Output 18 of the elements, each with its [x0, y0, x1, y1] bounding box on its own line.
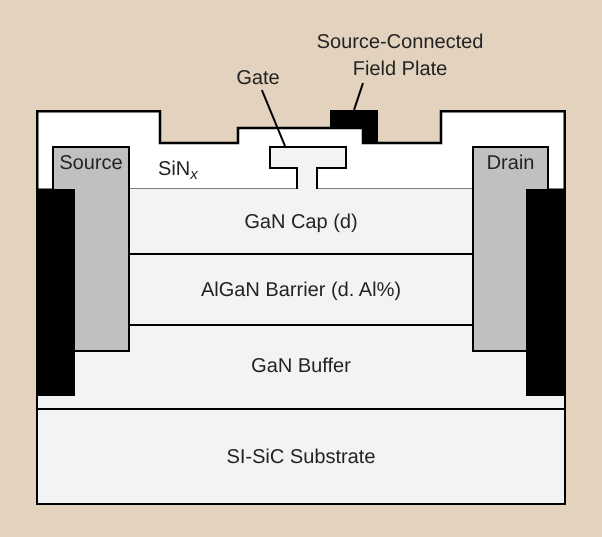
- callout-label: Gate: [234, 66, 282, 90]
- field-plate: [330, 110, 378, 143]
- layer-label: SiN$_{x}$: [158, 158, 198, 180]
- cap-layer: [130, 189, 472, 255]
- leader-line: [353, 82, 364, 110]
- layer-label: GaN Cap (d): [244, 210, 358, 234]
- contact-bar: [526, 189, 566, 396]
- gate-electrode: [269, 146, 347, 190]
- callout-label: Source-Connected Field Plate: [300, 29, 500, 83]
- layer-label: GaN Buffer: [251, 354, 351, 378]
- contact-label: Drain: [486, 151, 534, 175]
- contact-bar: [36, 189, 75, 396]
- barrier-layer: [130, 255, 472, 326]
- leader-line: [260, 90, 286, 146]
- layer-label: AlGaN Barrier (d. Al%): [200, 278, 402, 302]
- substrate-layer: [36, 410, 566, 505]
- contact-label: Source: [59, 151, 123, 175]
- layer-label: SI-SiC Substrate: [226, 444, 376, 468]
